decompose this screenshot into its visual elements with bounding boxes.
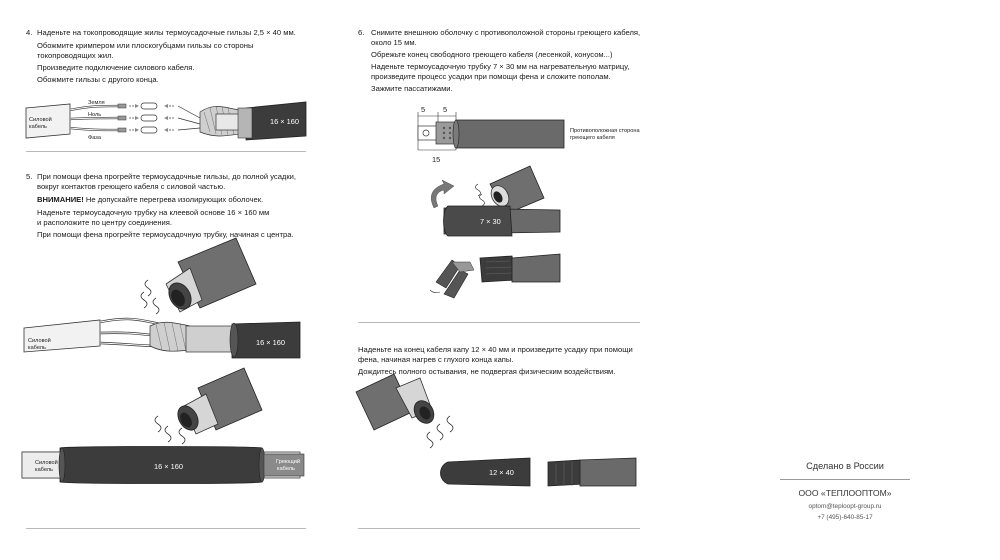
step5-tube-label-b: 16 × 160: [154, 462, 183, 471]
step5-tube-label-a: 16 × 160: [256, 338, 285, 347]
step6-line2: около 15 мм.: [371, 38, 417, 47]
step4-line1: Обожмите кримпером или плоскогубцами гил…: [37, 41, 254, 50]
step5-illustration-b: 16 × 160 Силовой кабель Греющий кабель: [21, 367, 305, 484]
step5-number: 5.: [26, 172, 33, 181]
step5-label-heating: Греющий: [276, 458, 300, 465]
step6-tube-label: 7 × 30: [480, 217, 501, 226]
step6-line6: Зажмите пассатижами.: [371, 84, 453, 93]
step5-label-power-b: Силовой: [35, 459, 58, 466]
step5-label-cable-a: кабель: [28, 345, 46, 351]
step6-line3: Обрежьте конец свободного греющего кабел…: [371, 50, 613, 59]
step7-line2: фена, начиная нагрев с глухого конца кап…: [358, 355, 514, 364]
made-in-russia: Сделано в России: [806, 461, 884, 471]
step5-warning-bold: ВНИМАНИЕ!: [37, 195, 84, 204]
step6-line4: Наденьте термоусадочную трубку 7 × 30 мм…: [371, 62, 630, 71]
step4-tube-label: 16 × 160: [270, 117, 299, 126]
step5-line5: При помощи фена прогрейте термоусадочную…: [37, 230, 294, 239]
step5-label-cable-b: кабель: [35, 467, 53, 473]
step5-line3: Наденьте термоусадочную трубку на клеево…: [37, 208, 270, 217]
fold-arrow-icon: [431, 179, 455, 209]
step4-label-power: Силовой: [29, 116, 52, 123]
step5-label-power-a: Силовой: [28, 337, 51, 344]
step4-line4: Обожмите гильзы с другого конца.: [37, 75, 159, 84]
step4-label-cable: кабель: [29, 124, 47, 130]
step4-label-phase: Фаза: [88, 135, 102, 141]
step7-line3: Дождитесь полного остывания, не подверга…: [358, 367, 616, 376]
step6-line1: Снимите внешнюю оболочку с противоположн…: [371, 28, 641, 37]
step4-label-neutral: Ноль: [88, 112, 101, 118]
step6-dim-right: 5: [443, 105, 447, 114]
step7-illustration: 12 × 40: [355, 373, 637, 487]
footer-divider: [780, 479, 910, 480]
heat-gun-icon: [489, 165, 545, 215]
step5-illustration-a: 16 × 160 Силовой кабель: [23, 237, 301, 359]
heat-waves-icon: [154, 415, 186, 445]
company-name: ООО «ТЕПЛООПТОМ»: [798, 488, 892, 498]
step6-dim-total: 15: [432, 155, 440, 164]
company-email[interactable]: optom@teploopt-group.ru: [808, 503, 882, 510]
step4-illustration: 16 × 160 Силовой кабель Земля Ноль Фаза: [25, 100, 307, 141]
step6-opposite-2: греющего кабеля: [570, 135, 615, 141]
step4-line3: Произведите подключение силового кабеля.: [37, 63, 195, 72]
heat-gun-icon: [165, 237, 257, 313]
step7-line1: Наденьте на конец кабеля капу 12 × 40 мм…: [358, 345, 633, 354]
step4-label-earth: Земля: [88, 100, 105, 106]
step5-line2: вокруг контактов греющего кабеля с силов…: [37, 182, 226, 191]
heat-waves-icon: [475, 183, 485, 207]
company-phone[interactable]: +7 (495)-640-85-17: [817, 514, 873, 521]
divider: [26, 151, 306, 152]
step6-dim-left: 5: [421, 105, 425, 114]
step5-line1: При помощи фена прогрейте термоусадочные…: [37, 172, 297, 181]
divider: [358, 528, 640, 529]
step5-warning-text: Не допускайте перегрева изолирующих обол…: [83, 195, 264, 204]
step5-warning: ВНИМАНИЕ! Не допускайте перегрева изолир…: [37, 195, 263, 205]
step6-opposite-1: Противоположная сторона: [570, 128, 640, 134]
divider: [26, 528, 306, 529]
heat-gun-icon: [355, 373, 435, 431]
step4-title: Наденьте на токопроводящие жилы термоуса…: [37, 28, 296, 37]
step5-line4: и расположите по центру соединения.: [37, 218, 173, 227]
step6-illustration-a: 5 5 15 Противоположная сторона греющего …: [417, 105, 640, 164]
step4-line2: токопроводящих жил.: [37, 51, 114, 60]
pliers-icon: [429, 259, 475, 299]
heat-gun-icon: [177, 367, 263, 435]
step5-label-heating-cable: кабель: [277, 466, 295, 472]
heat-waves-icon: [426, 415, 454, 449]
heat-waves-icon: [140, 279, 160, 315]
step7-cap-label: 12 × 40: [489, 468, 514, 477]
step6-illustration-b: 7 × 30: [429, 165, 561, 299]
step4-number: 4.: [26, 28, 33, 37]
step6-number: 6.: [358, 28, 365, 37]
step6-line5: произведите процесс усадки при помощи фе…: [371, 72, 611, 81]
divider: [358, 322, 640, 323]
